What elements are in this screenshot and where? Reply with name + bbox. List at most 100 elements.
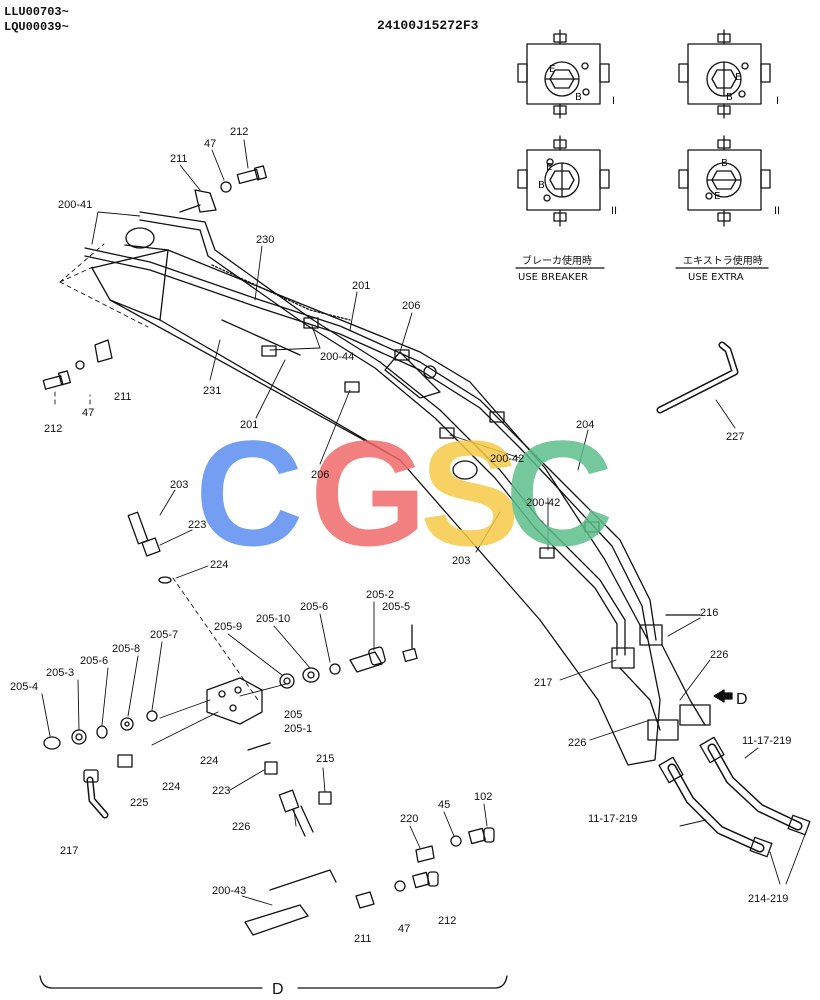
caption-breaker-en: USE BREAKER [518,272,588,283]
fitting-225 [117,754,133,768]
caption-breaker-jp: ブレーカ使用時 [522,254,592,267]
roman-label-3: II [611,205,617,217]
label-230: 230 [256,234,274,246]
label-203-left: 203 [170,479,188,491]
washer-47-left [75,360,85,370]
watermark-letter-1: C [195,409,303,577]
serial-number-2: LQU00039~ [4,20,69,34]
label-47-left: 47 [82,407,94,419]
label-47-bottom: 47 [398,923,410,935]
label-206-mid: 206 [311,469,329,481]
label-45: 45 [438,799,450,811]
part-labels: 200-41 211 47 212 230 201 206 200-44 231… [10,126,791,998]
roman-label-4: II [774,205,780,217]
screw-203-left [127,511,172,584]
bracket-211-top [179,189,217,213]
label-206-top: 206 [402,300,420,312]
label-224-b: 224 [200,755,218,767]
pin-224 [247,742,271,751]
label-201-top: 201 [352,280,370,292]
label-227: 227 [726,431,744,443]
label-217-left: 217 [60,845,78,857]
bolt-212-top [236,165,268,185]
label-217-right: 217 [534,677,552,689]
label-205-5: 205-5 [382,601,410,613]
label-224-c: 224 [162,781,180,793]
label-205-8: 205-8 [112,643,140,655]
bracket-211-left [94,339,113,363]
watermark-letter-4: C [505,409,613,577]
port-e-label-3: E [546,162,552,173]
label-201-mid: 201 [240,419,258,431]
hose-end-fittings [611,614,711,741]
label-220: 220 [400,813,418,825]
pipe-lines [84,211,657,656]
valve-view-labels: E B E B E B E B I I II II ブレーカ使用時 USE BR… [518,64,780,283]
plug-215 [318,791,332,805]
label-200-41: 200-41 [58,199,92,211]
clamp-200-43 [244,869,337,936]
bolt-212-left [42,370,72,390]
valve-view-breaker-1 [517,29,610,119]
label-205-7: 205-7 [150,629,178,641]
label-223-b: 223 [212,785,230,797]
port-e-label-2: E [735,72,741,83]
valve-block-205 [206,677,263,725]
seals-row [43,624,418,750]
label-226-mid: 226 [568,737,586,749]
label-226-left: 226 [232,821,250,833]
label-203-mid: 203 [452,555,470,567]
port-b-label-3: B [538,180,545,191]
label-11-17-219-b: 11-17-219 [588,813,637,825]
drawing-code: 24100J15272F3 [377,18,479,33]
label-211-top: 211 [170,153,188,165]
label-205-6-b: 205-6 [80,655,108,667]
label-212-left: 212 [44,423,62,435]
bracket-220 [415,845,435,863]
view-arrow-label: D [736,691,748,708]
label-102: 102 [474,791,492,803]
label-200-44: 200-44 [320,351,354,363]
roman-label-2: I [776,95,779,107]
bolt-102 [468,827,495,845]
label-212-top: 212 [230,126,248,138]
watermark: C G S C [195,409,613,577]
port-e-label-4: E [714,191,720,202]
section-label-d: D [272,981,284,998]
label-205-9: 205-9 [214,621,242,633]
section-bracket-right [297,975,508,989]
label-215: 215 [316,753,334,765]
port-b-label-1: B [575,92,582,103]
bolt-212-bottom [412,871,439,889]
label-205-10: 205-10 [256,613,290,625]
port-b-label-2: B [726,92,733,103]
label-223-a: 223 [188,519,206,531]
arm-body [91,227,661,766]
washer-47-bottom [394,880,406,892]
label-211-bottom: 211 [354,933,372,945]
port-e-label-1: E [549,64,555,75]
washer-47-top [220,181,232,193]
label-226-right: 226 [710,649,728,661]
valve-view-extra-1 [678,29,771,119]
label-205-3: 205-3 [46,667,74,679]
label-205-2: 205-2 [366,589,394,601]
section-bracket-left [39,975,263,989]
caption-extra-en: USE EXTRA [688,272,744,283]
roman-label-1: I [612,95,615,107]
label-224-a: 224 [210,559,228,571]
watermark-letter-3: S [420,409,520,577]
view-arrow-d [713,689,733,703]
label-205-1: 205-1 [284,723,312,735]
caption-extra-jp: エキストラ使用時 [683,254,763,267]
label-11-17-219-a: 11-17-219 [742,735,791,747]
label-212-bottom: 212 [438,915,456,927]
label-200-42-b: 200-42 [526,497,560,509]
valve-view-extra-2 [678,135,771,227]
flexible-hoses [658,736,811,858]
label-214-219: 214-219 [748,893,788,905]
washer-45 [450,835,462,847]
label-200-42-a: 200-42 [490,453,524,465]
label-216: 216 [700,607,718,619]
